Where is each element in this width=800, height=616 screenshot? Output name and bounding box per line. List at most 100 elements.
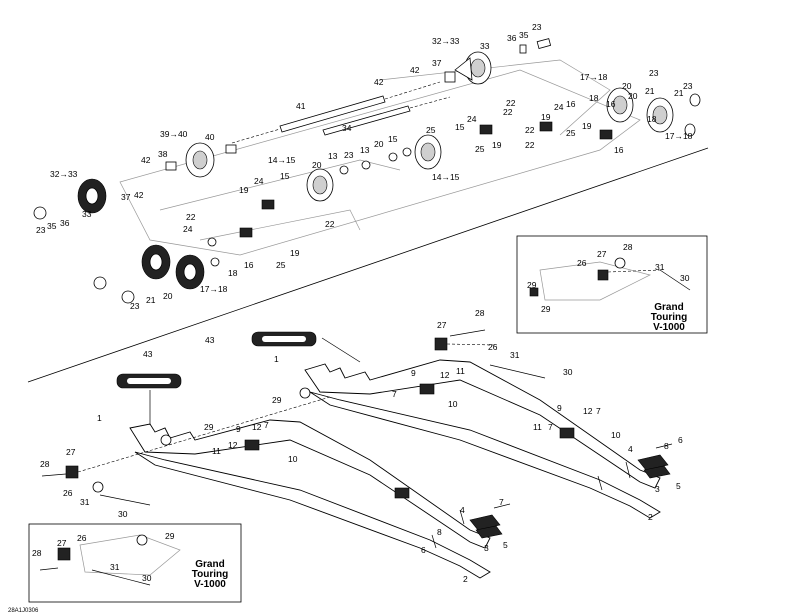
callout: 20	[312, 160, 322, 170]
idler-wheel-18-lower-b	[175, 254, 205, 290]
callout: 16	[244, 260, 254, 270]
callout: 41	[296, 101, 306, 111]
callout: 8	[437, 527, 442, 537]
inset-callout: 29	[527, 280, 537, 290]
callout: 27	[437, 320, 447, 330]
upper-callout-labels: 32→33 33 36 35 23 37 42 17→18 23 21 20 2…	[36, 22, 693, 311]
callout: 42	[141, 155, 151, 165]
slider-shoe-5-rear	[637, 454, 671, 479]
callout: 5	[676, 481, 681, 491]
inset-callout: 28	[32, 548, 42, 558]
callout: 43	[143, 349, 153, 359]
callout: 26	[63, 488, 73, 498]
inset-callout: 31	[110, 562, 120, 572]
callout: 13	[360, 145, 370, 155]
callout: 21	[645, 86, 655, 96]
upper-suspension-assembly	[33, 38, 701, 304]
figure-code: 28A1J0306	[8, 608, 39, 614]
callout: 23	[36, 225, 46, 235]
callout: 20	[374, 139, 384, 149]
callout: 1	[274, 354, 279, 364]
section-divider-line	[27, 147, 709, 383]
callout: 9	[236, 424, 241, 434]
callout: 22	[503, 107, 513, 117]
callout: 38	[158, 149, 168, 159]
slider-shoe-5-front	[469, 514, 503, 539]
callout: 17→18	[200, 284, 228, 294]
inset-callout: 31	[655, 262, 665, 272]
callout: 19	[541, 112, 551, 122]
callout: 7	[499, 497, 504, 507]
callout: 11	[456, 366, 465, 376]
callout: 10	[611, 430, 621, 440]
callout: 12	[583, 406, 593, 416]
callout: 21	[146, 295, 156, 305]
callout: 6	[421, 545, 426, 555]
callout: 22	[525, 125, 535, 135]
inset-callout: 27	[57, 538, 67, 548]
callout: 2	[463, 574, 468, 584]
callout: 5	[503, 540, 508, 550]
callout: 33	[480, 41, 490, 51]
callout: 23	[649, 68, 659, 78]
callout: 6	[678, 435, 683, 445]
callout: 23	[130, 301, 140, 311]
callout: 8	[664, 441, 669, 451]
callout: 25	[276, 260, 286, 270]
callout: 19	[492, 140, 502, 150]
idler-wheel-15-left	[306, 168, 334, 202]
callout: 25	[475, 144, 485, 154]
callout: 9	[557, 403, 562, 413]
callout: 3	[655, 484, 660, 494]
inset-callout: 27	[597, 249, 607, 259]
lower-rail-assembly	[41, 329, 673, 579]
callout: 21	[674, 88, 684, 98]
callout: 42	[374, 77, 384, 87]
callout: 24	[467, 114, 477, 124]
inset-callout: 29	[165, 531, 175, 541]
callout: 15	[455, 122, 465, 132]
callout: 37	[121, 192, 131, 202]
axle-shaft-34	[322, 105, 411, 136]
callout: 18	[228, 268, 238, 278]
inset-callout: 30	[142, 573, 152, 583]
inset-title-line2: Touring	[192, 569, 228, 580]
callout: 31	[80, 497, 90, 507]
callout: 13	[328, 151, 338, 161]
axle-shaft-41	[279, 95, 386, 133]
callout: 2	[648, 512, 653, 522]
callout: 30	[118, 509, 128, 519]
callout: 24	[254, 176, 264, 186]
callout: 20	[163, 291, 173, 301]
callout: 23	[344, 150, 354, 160]
callout: 16	[614, 145, 624, 155]
decal-43-lower	[116, 373, 182, 389]
decal-43-upper	[251, 331, 317, 347]
callout: 9	[411, 368, 416, 378]
callout: 42	[134, 190, 144, 200]
idler-wheel-33-top	[454, 51, 492, 85]
idler-wheel-15-mid	[414, 134, 442, 170]
callout: 22	[325, 219, 335, 229]
inset-callout: 29	[541, 304, 551, 314]
callout: 22	[506, 98, 516, 108]
callout: 15	[280, 171, 290, 181]
callout: 7	[264, 420, 269, 430]
callout: 19	[239, 185, 249, 195]
callout: 14→15	[268, 155, 296, 165]
callout: 19	[582, 121, 592, 131]
callout: 22	[186, 212, 196, 222]
callout: 31	[510, 350, 520, 360]
callout: 28	[40, 459, 50, 469]
callout: 23	[683, 81, 693, 91]
callout: 12	[440, 370, 450, 380]
callout: 7	[596, 406, 601, 416]
callout: 18	[589, 93, 599, 103]
callout: 19	[290, 248, 300, 258]
inset-callout: 26	[577, 258, 587, 268]
inset-box-grand-touring-bottom: 28 27 26 31 30 29 Grand Touring V-1000	[28, 523, 242, 603]
callout: 30	[563, 367, 573, 377]
callout: 11	[533, 422, 542, 432]
callout: 32→33	[50, 169, 78, 179]
